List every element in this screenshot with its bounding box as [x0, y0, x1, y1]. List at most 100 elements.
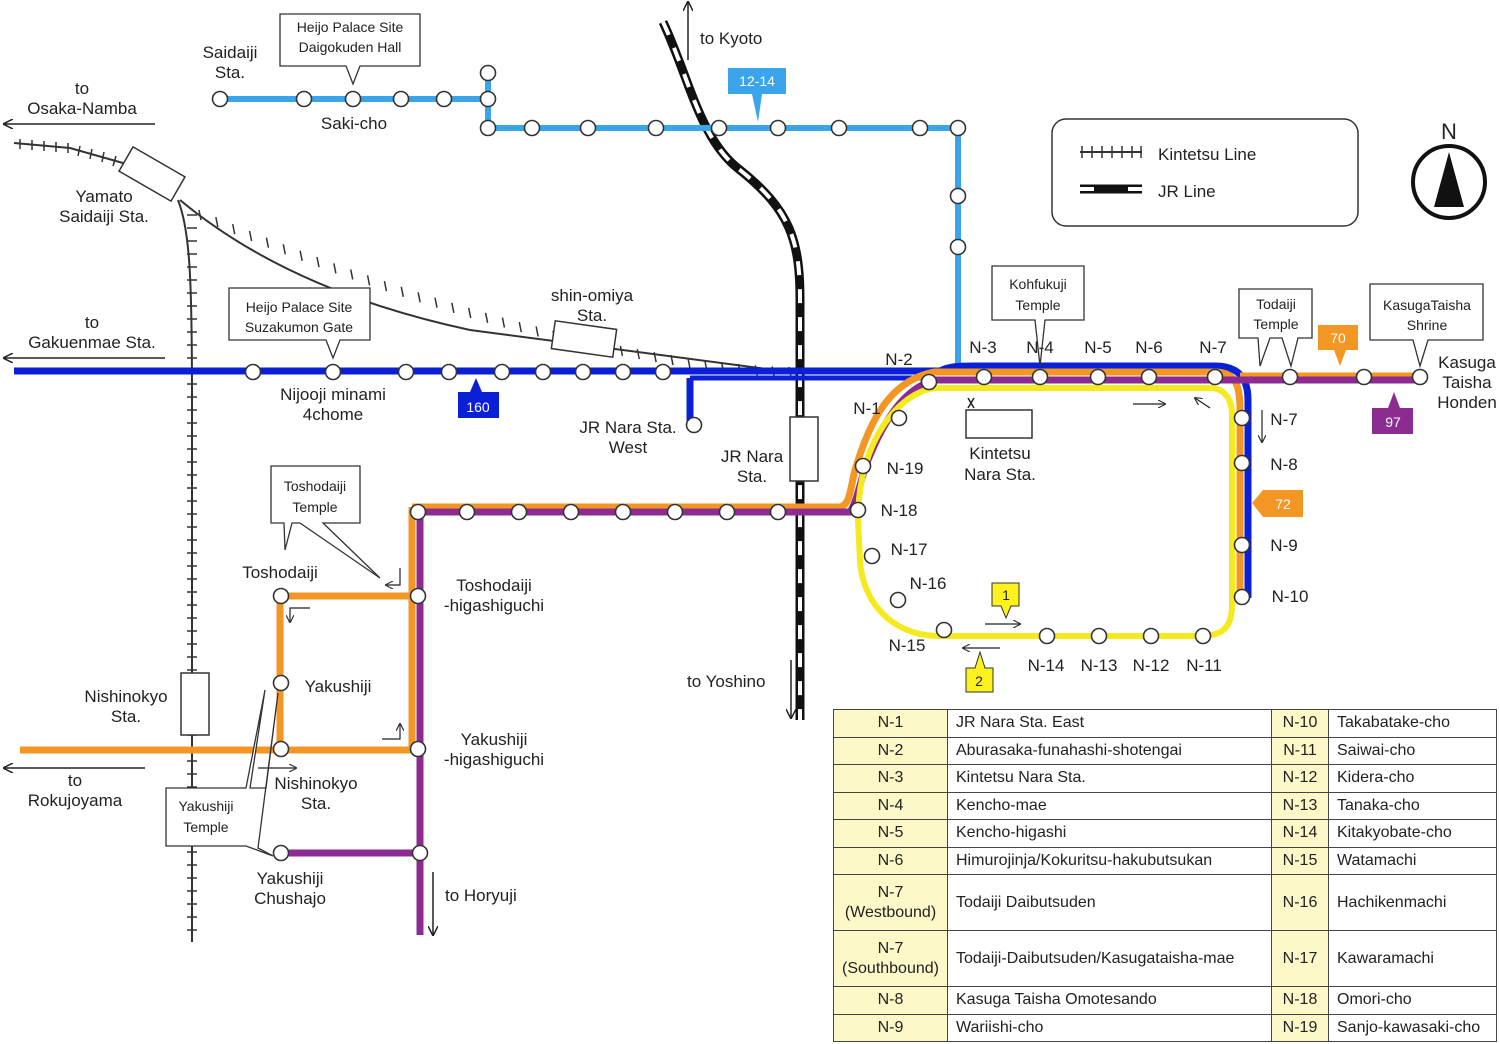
label-kintetsu: Kintetsu: [969, 444, 1030, 463]
stop-code-cell: N-12: [1271, 764, 1329, 793]
stop-label-n16: N-16: [910, 574, 947, 593]
stop-code-cell: N-1: [833, 709, 948, 738]
label-jr-nara-sta: Sta.: [737, 467, 767, 486]
stop-label-n4: N-4: [1026, 338, 1053, 357]
label-saki-cho: Saki-cho: [321, 114, 387, 133]
shinomiya-station-box: [550, 319, 618, 359]
stop-name-cell: Takabatake-cho: [1328, 709, 1497, 738]
bus-stop-marker: [863, 547, 881, 565]
label-saidaiji: Saidaiji: [203, 43, 258, 62]
stop-label-n7-west: N-7: [1199, 338, 1226, 357]
stop-name-cell: Hachikenmachi: [1328, 874, 1497, 931]
callout-kohfukuji: Kohfukuji Temple: [991, 265, 1085, 367]
callout-text: Temple: [1253, 316, 1298, 332]
label-west: West: [609, 438, 648, 457]
kintetsu-rail-lines: [13, 139, 792, 942]
bus-stop-marker: [574, 363, 592, 381]
stop-code-cell: N-13: [1271, 791, 1329, 820]
badge-loop-2: 2: [965, 650, 994, 693]
label-rokujoyama: Rokujoyama: [28, 791, 123, 810]
label-yamato: Yamato: [75, 187, 132, 206]
bus-stop-marker: [324, 363, 342, 381]
callout-todaiji: Todaiji Temple: [1238, 288, 1313, 369]
stop-code-cell: N-15: [1271, 846, 1329, 875]
bus-stop-marker: [1411, 368, 1429, 386]
bus-stop-marker: [718, 503, 736, 521]
stop-label-n7-south: N-7: [1270, 410, 1297, 429]
bus-stop-marker: [1233, 454, 1251, 472]
label-kintetsu-nara: Nara Sta.: [964, 465, 1036, 484]
stop-code-cell: N-18: [1271, 986, 1329, 1015]
stop-name-cell: Watamachi: [1328, 846, 1497, 875]
stop-label-n10: N-10: [1272, 587, 1309, 606]
callout-text: Yakushiji: [179, 798, 234, 814]
bus-stop-marker: [211, 90, 229, 108]
bus-stop-marker: [458, 503, 476, 521]
stop-label-n3: N-3: [969, 338, 996, 357]
bus-stop-marker: [409, 503, 427, 521]
bus-stop-marker: [409, 740, 427, 758]
stop-code-cell: N-11: [1271, 736, 1329, 765]
stop-label-n14: N-14: [1028, 656, 1065, 675]
label-to: to: [85, 313, 99, 332]
stop-name-cell: Sanjo-kawasaki-cho: [1328, 1013, 1497, 1042]
label-nishinokyo: Nishinokyo: [84, 687, 167, 706]
label-shin-omiya: shin-omiya: [551, 286, 634, 305]
stop-name-cell: Kitakyobate-cho: [1328, 819, 1497, 848]
bus-stop-marker: [1142, 627, 1160, 645]
badge-route-12-14: 12-14: [728, 68, 786, 122]
callout-text: Suzakumon Gate: [245, 319, 353, 335]
bus-stop-marker: [890, 409, 908, 427]
stop-code-cell: N-10: [1271, 709, 1329, 738]
bus-stop-marker: [1233, 409, 1251, 427]
stop-name-cell: Kencho-higashi: [947, 819, 1272, 848]
badge-text: 72: [1275, 496, 1291, 512]
label-nijooji: Nijooji minami: [280, 385, 386, 404]
label-nishinokyo-sta: Sta.: [111, 707, 141, 726]
label-to-kyoto: to Kyoto: [700, 29, 762, 48]
bus-stop-marker: [614, 503, 632, 521]
bus-stop-marker: [647, 119, 665, 137]
callout-text: Toshodaiji: [284, 478, 346, 494]
bus-stop-marker: [1233, 536, 1251, 554]
stop-name-cell: Kencho-mae: [947, 791, 1272, 820]
bus-stop-marker: [397, 363, 415, 381]
stop-label-n12: N-12: [1133, 656, 1170, 675]
stop-label-n2: N-2: [885, 350, 912, 369]
badge-loop-1: 1: [991, 582, 1020, 620]
stop-code-cell: N-17: [1271, 930, 1329, 987]
label-yamato-saidaiji: Saidaiji Sta.: [59, 207, 149, 226]
label-to-horyuji: to Horyuji: [445, 886, 517, 905]
stop-code-cell: N-7(Southbound): [833, 930, 948, 987]
callout-suzakumon: Heijo Palace Site Suzakumon Gate: [228, 287, 371, 360]
bus-stop-marker: [1281, 368, 1299, 386]
place-labels: Saidaiji Sta. Saki-cho Yamato Saidaiji S…: [59, 43, 1497, 908]
bus-stop-marker: [920, 373, 938, 391]
yellow-loop-line: [854, 385, 1235, 639]
stop-label-n1: N-1: [853, 399, 880, 418]
badge-route-97: 97: [1372, 392, 1413, 434]
bus-stop-marker: [479, 64, 497, 82]
bus-stop-marker: [295, 90, 313, 108]
callout-text: Todaiji: [1256, 296, 1296, 312]
bus-stop-marker: [849, 501, 867, 519]
bus-stop-marker: [493, 363, 511, 381]
bus-stop-marker: [666, 503, 684, 521]
bus-stop-marker: [1140, 368, 1158, 386]
stop-name-cell: Omori-cho: [1328, 986, 1497, 1015]
station-buildings: [117, 145, 1033, 736]
stop-name-cell: Todaiji-Daibutsuden/Kasugataisha-mae: [947, 930, 1272, 987]
callout-yakushiji: Yakushiji Temple: [165, 689, 279, 857]
stop-name-cell: Tanaka-cho: [1328, 791, 1497, 820]
stop-name-cell: Himurojinja/Kokuritsu-hakubutsukan: [947, 846, 1272, 875]
bus-stop-marker: [523, 119, 541, 137]
bus-stop-marker: [244, 363, 262, 381]
kintetsu-nara-station-box: [965, 409, 1033, 439]
bus-stop-marker: [935, 621, 953, 639]
yamato-saidaiji-station-box: [117, 145, 187, 203]
